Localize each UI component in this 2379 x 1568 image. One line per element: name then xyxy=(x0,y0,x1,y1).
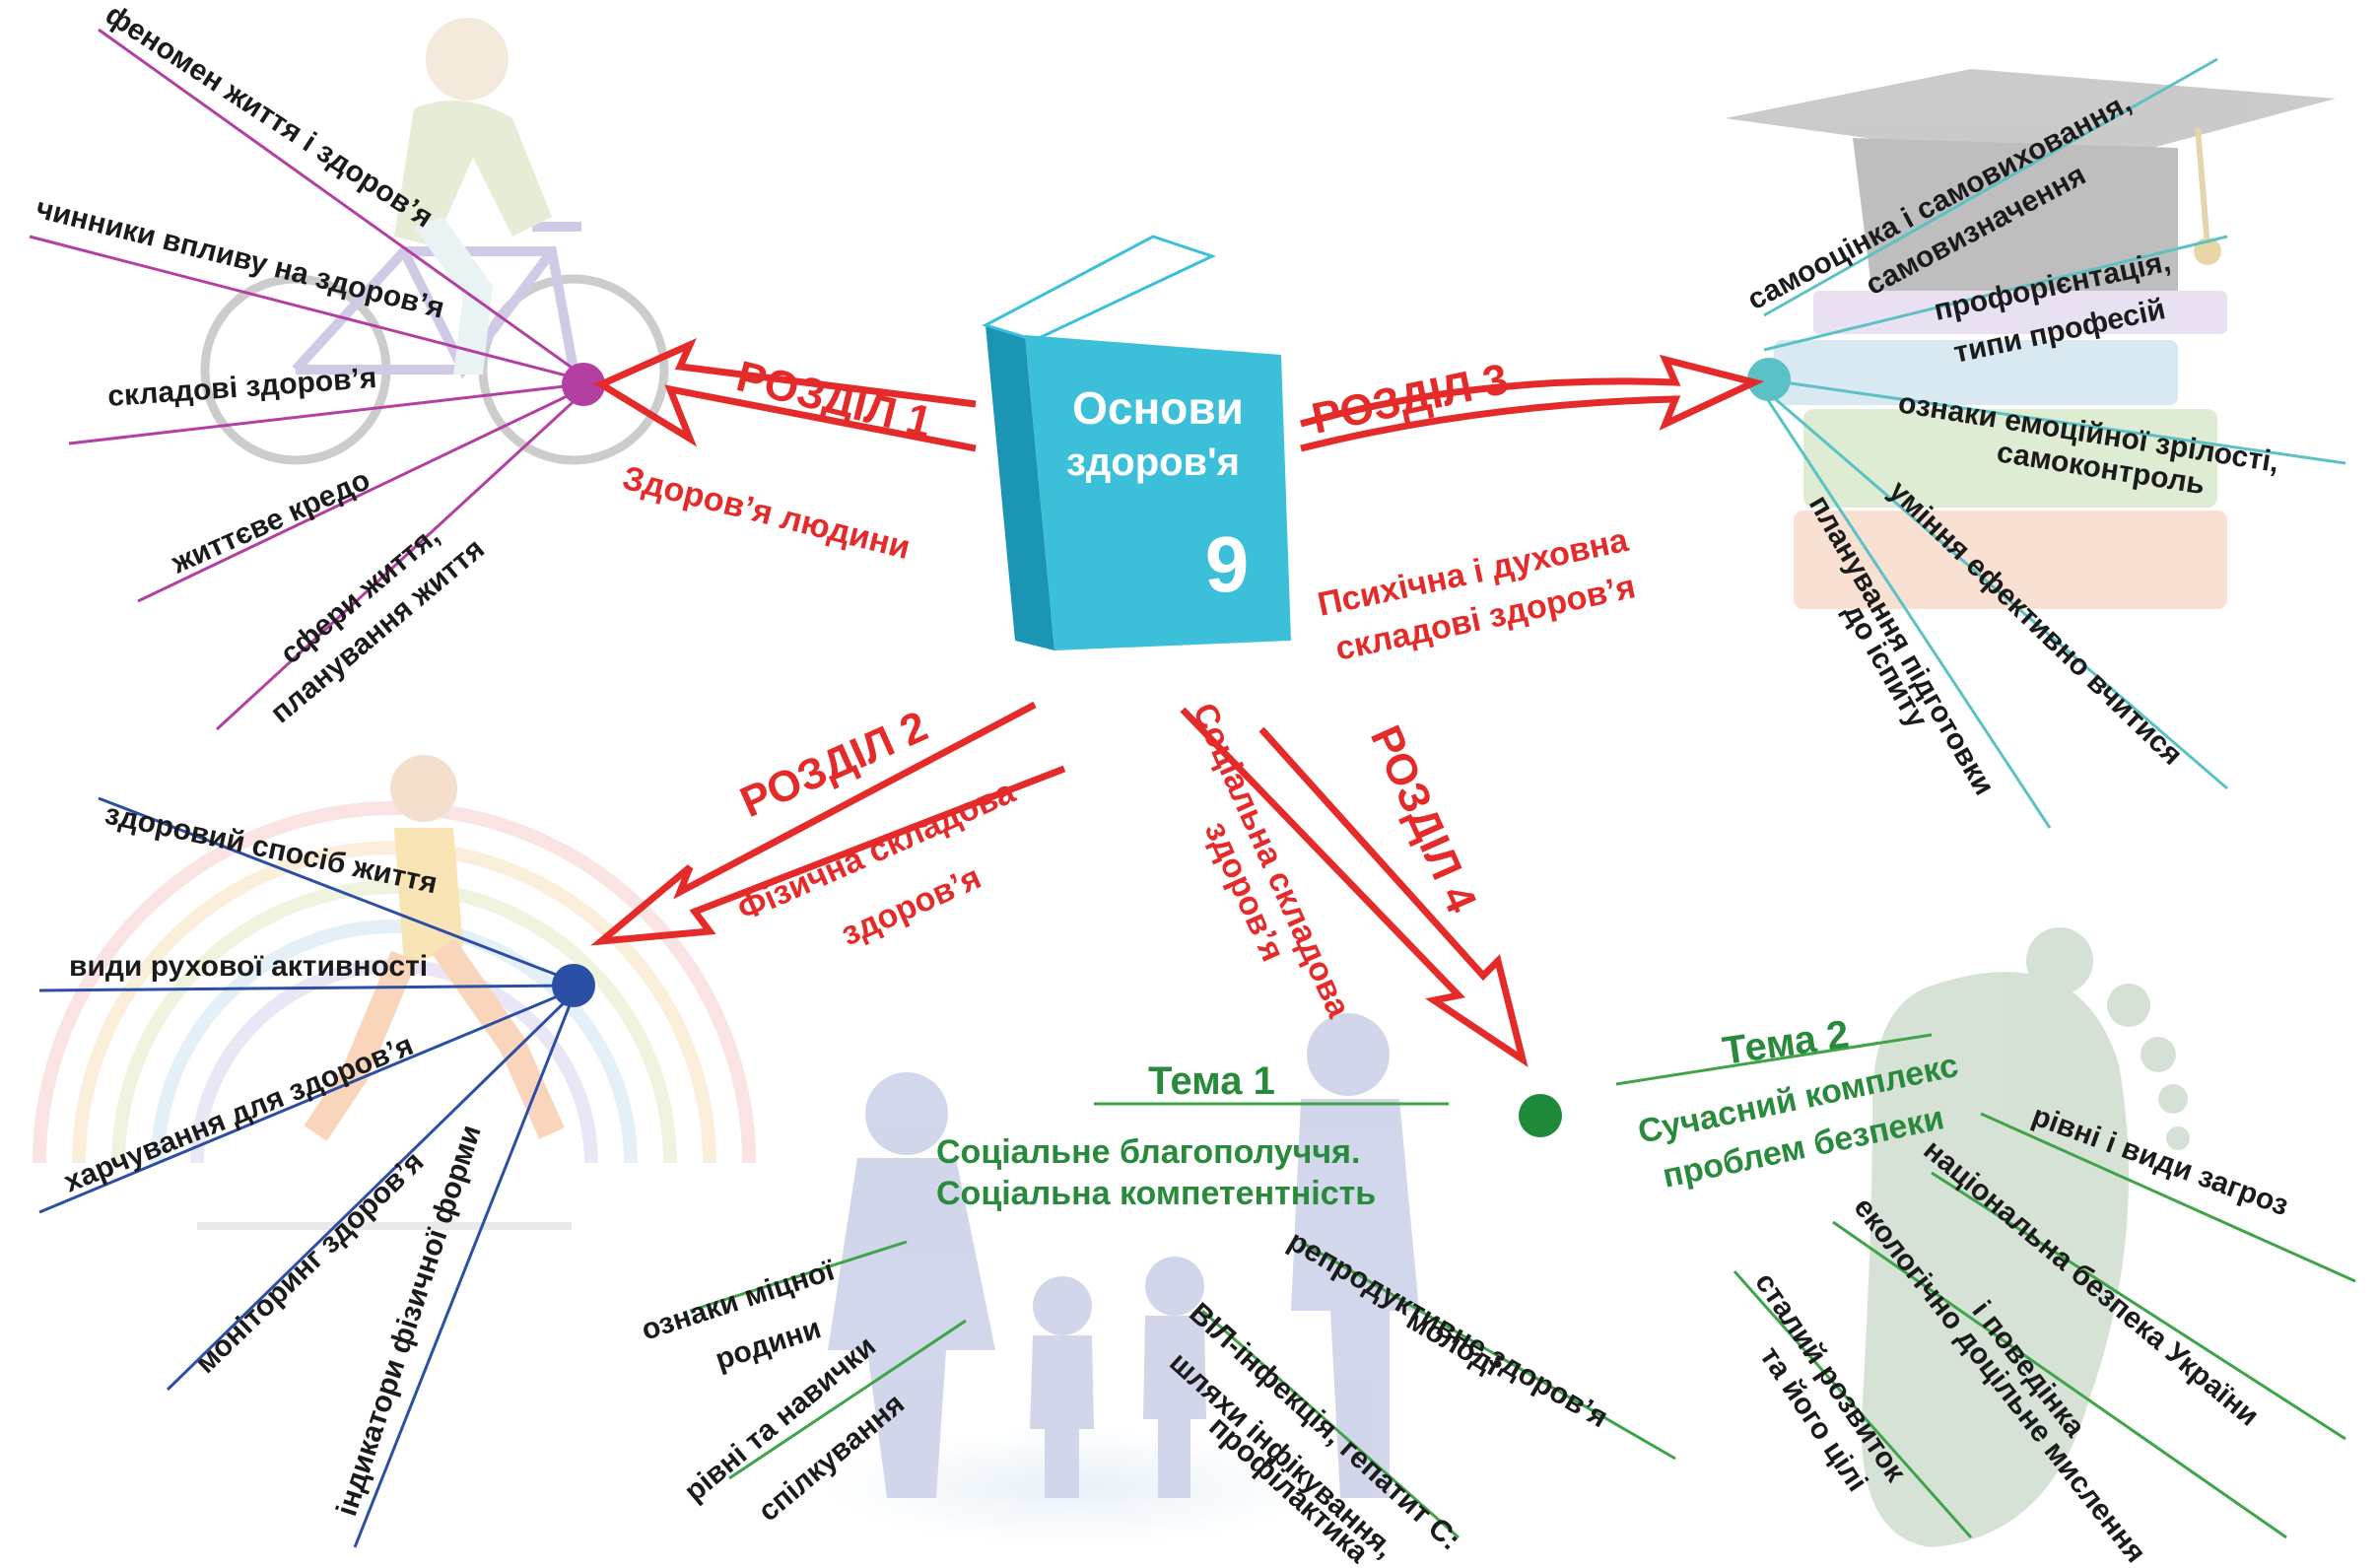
section4-node xyxy=(1519,1094,1562,1137)
arrow-section1 xyxy=(593,338,977,452)
book-title-line2: здоров'я xyxy=(1066,441,1240,484)
topic1-title-line1: Соціальне благополуччя. xyxy=(936,1133,1360,1171)
topic1-title-line2: Соціальна компетентність xyxy=(936,1175,1376,1212)
family-illustration xyxy=(828,1013,1419,1547)
section1-item: феномен життя і здоров’я xyxy=(100,0,439,235)
section3-header: РОЗДІЛ 3 xyxy=(1308,355,1512,443)
section2-item: види рухової активності xyxy=(69,950,428,983)
section2-lines xyxy=(38,796,574,1548)
section2-item: харчування для здоров’я xyxy=(59,1029,418,1199)
book-title-line1: Основи xyxy=(1072,382,1244,434)
section1-item: життєве кредо xyxy=(167,463,375,579)
section1-node xyxy=(562,363,605,406)
section1-subtitle: Здоров’я людини xyxy=(619,459,914,567)
bicycle-illustration xyxy=(200,18,669,465)
section3-node xyxy=(1747,358,1791,401)
section4-lines xyxy=(689,1033,2356,1539)
section1-lines xyxy=(29,28,583,731)
section4-header: РОЗДІЛ 4 xyxy=(1361,718,1486,920)
footprint-illustration xyxy=(1861,927,2190,1547)
section2-node xyxy=(552,964,595,1007)
topic1-header: Тема 1 xyxy=(1148,1059,1275,1103)
section1-item: чинники впливу на здоров’я xyxy=(33,192,447,325)
section3-lines xyxy=(1762,57,2346,829)
arrow-section4 xyxy=(1180,707,1529,1067)
topic1-item: родини xyxy=(712,1312,825,1376)
arrow-section3 xyxy=(1300,354,1765,452)
book-grade: 9 xyxy=(1205,520,1250,608)
arrow-section2 xyxy=(590,701,1066,946)
section1-header: РОЗДІЛ 1 xyxy=(732,352,937,446)
topic2-header: Тема 2 xyxy=(1720,1012,1852,1073)
book-cover: Основи здоров'я 9 xyxy=(982,235,1291,650)
section1-item: складові здоров’я xyxy=(106,362,377,413)
graduation-books-illustration xyxy=(1725,69,2336,609)
